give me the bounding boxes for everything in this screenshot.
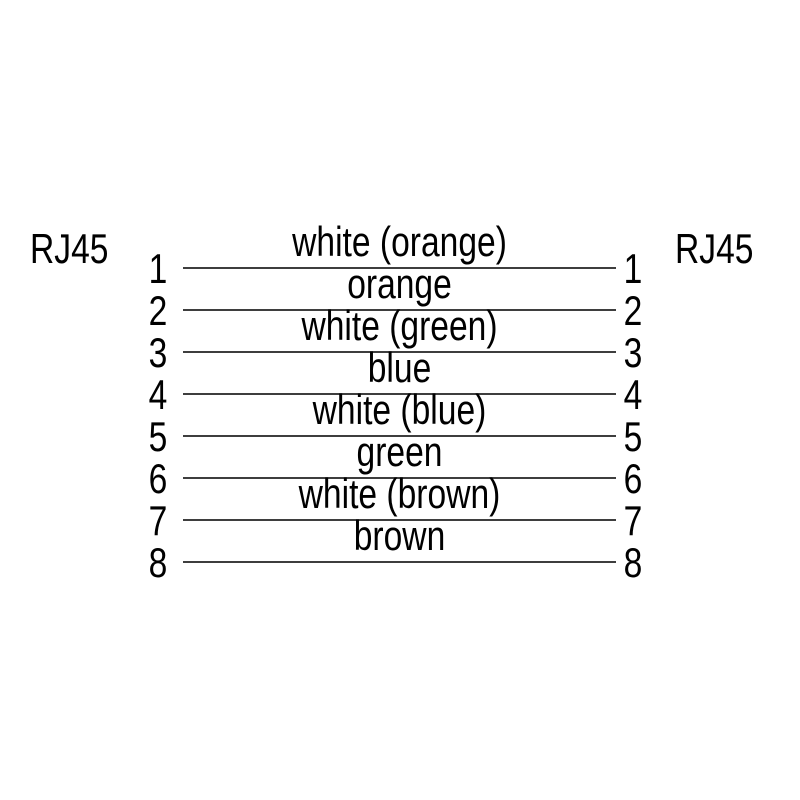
pin-number-left: 5 [148,413,168,460]
pin-number-right: 1 [623,245,643,292]
pin-number-right: 5 [623,413,643,460]
wire-line [183,435,616,437]
wire-color-label: white (brown) [298,470,501,517]
pin-number-right: 8 [623,539,643,586]
wire-line [183,561,616,563]
pin-number-right: 7 [623,497,643,544]
wire-color-label: orange [347,260,452,307]
pin-number-right: 2 [623,287,643,334]
pin-number-left: 1 [148,245,168,292]
wire-color-label: blue [367,344,432,391]
wire-color-label: white (green) [301,302,498,349]
pin-number-left: 6 [148,455,168,502]
pin-number-left: 8 [148,539,168,586]
wire-line [183,519,616,521]
wire-color-label: white (orange) [292,218,507,265]
pin-number-left: 4 [148,371,168,418]
wire-line [183,351,616,353]
pin-number-left: 7 [148,497,168,544]
pin-number-right: 3 [623,329,643,376]
connector-label-right: RJ45 [675,225,754,272]
wire-color-label: green [356,428,443,475]
wire-line [183,309,616,311]
pin-number-right: 6 [623,455,643,502]
connector-label-left: RJ45 [30,225,109,272]
pin-number-left: 3 [148,329,168,376]
wire-line [183,477,616,479]
pin-number-right: 4 [623,371,643,418]
wire-color-label: brown [353,512,446,559]
pin-number-left: 2 [148,287,168,334]
wire-color-label: white (blue) [312,386,487,433]
wire-line [183,267,616,269]
wire-line [183,393,616,395]
